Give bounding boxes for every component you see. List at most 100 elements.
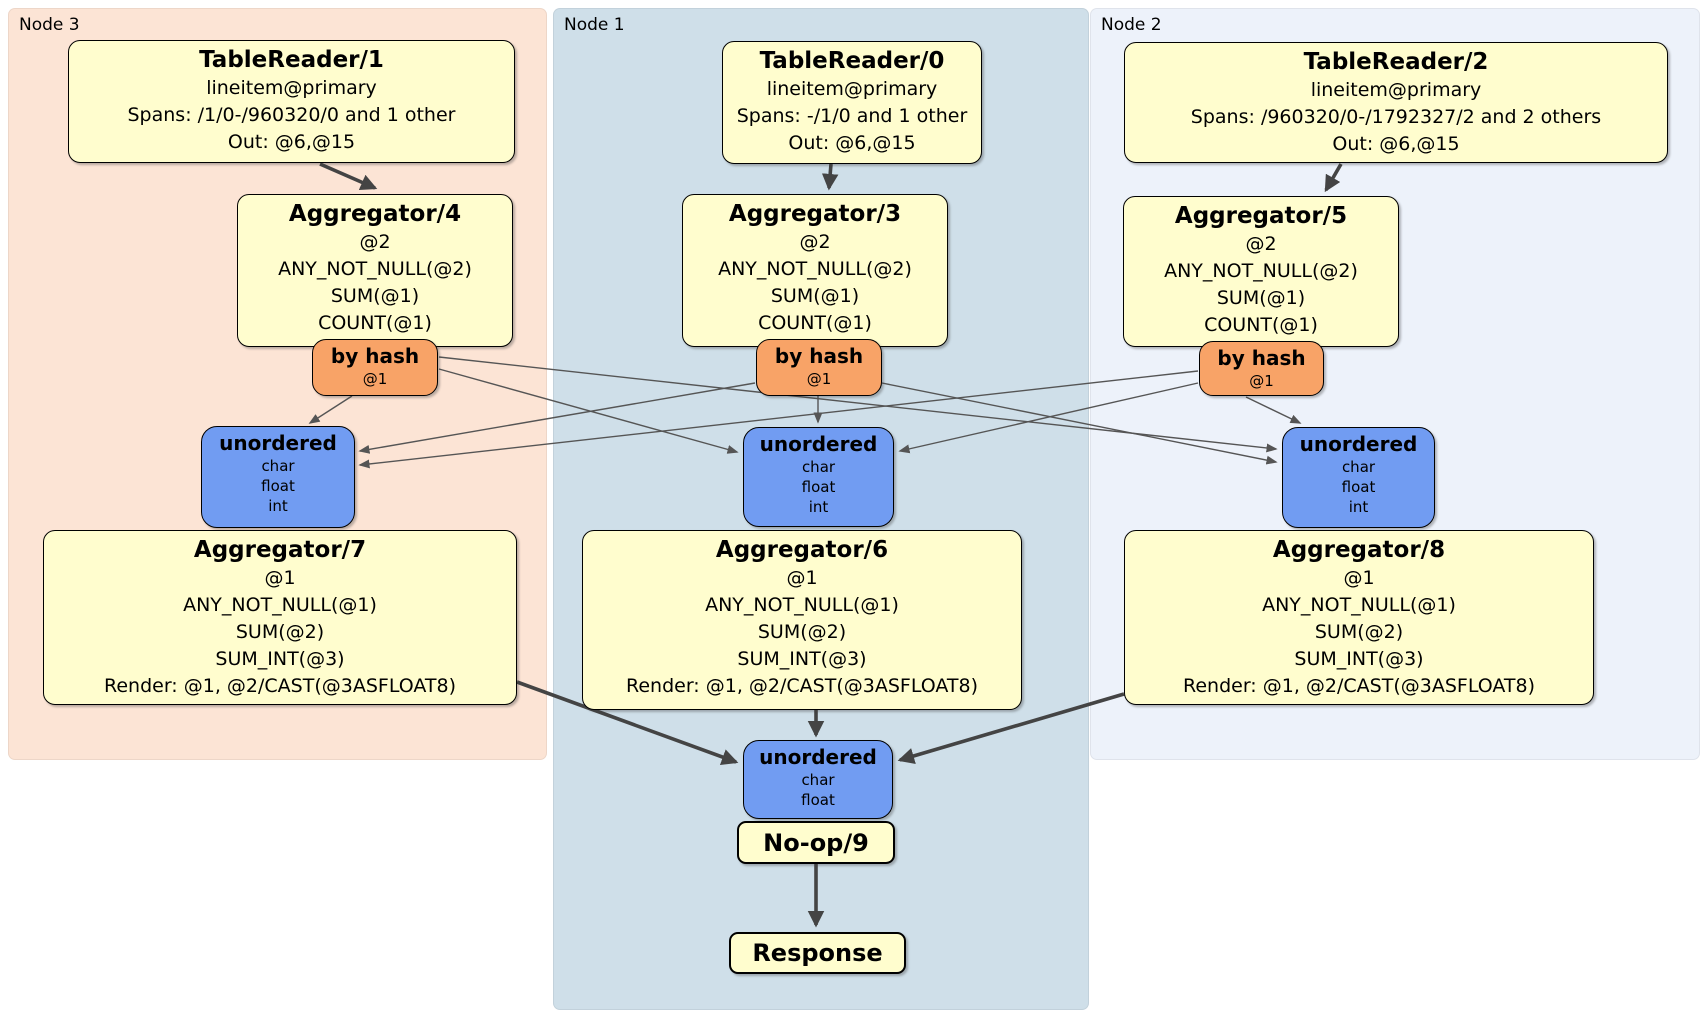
router-key: @1 <box>806 370 832 388</box>
processor-aggregator-8: Aggregator/8 @1 ANY_NOT_NULL(@1) SUM(@2)… <box>1124 530 1594 705</box>
processor-title: Aggregator/6 <box>715 537 889 563</box>
processor-title: No-op/9 <box>763 828 869 857</box>
sync-column: int <box>268 497 288 515</box>
response-node: Response <box>729 932 906 974</box>
node-region-2-label: Node 2 <box>1101 15 1162 35</box>
processor-title: TableReader/1 <box>199 47 384 73</box>
processor-tablereader-2: TableReader/2 lineitem@primary Spans: /9… <box>1124 42 1668 163</box>
sync-column: char <box>801 771 835 789</box>
sync-title: unordered <box>759 432 878 456</box>
processor-aggregator-3: Aggregator/3 @2 ANY_NOT_NULL(@2) SUM(@1)… <box>682 194 948 347</box>
processor-detail: ANY_NOT_NULL(@2) <box>718 258 912 280</box>
processor-title: TableReader/2 <box>1303 49 1489 75</box>
edge-byhash1-to-unordered3 <box>358 382 756 454</box>
sync-column: float <box>1341 478 1376 496</box>
sync-unordered-final: unordered char float <box>743 740 893 819</box>
node-region-3-label: Node 3 <box>19 15 80 35</box>
edge-aggregator8-to-final-sync <box>897 692 1125 764</box>
processor-detail: ANY_NOT_NULL(@1) <box>705 594 899 616</box>
processor-detail: Render: @1, @2/CAST(@3ASFLOAT8) <box>104 675 456 697</box>
edge-tablereader2-to-aggregator5 <box>1324 163 1343 193</box>
processor-detail: COUNT(@1) <box>758 312 872 334</box>
edge-byhash2-to-unordered1 <box>898 382 1199 454</box>
processor-title: Aggregator/4 <box>288 201 462 227</box>
processor-detail: SUM_INT(@3) <box>737 648 867 670</box>
processor-detail: @2 <box>799 231 831 253</box>
sync-column: char <box>801 458 836 476</box>
router-key: @1 <box>362 370 388 388</box>
processor-detail: @1 <box>786 567 818 589</box>
edge-aggregator7-to-final-sync <box>516 680 739 765</box>
processor-detail: ANY_NOT_NULL(@2) <box>1164 260 1358 282</box>
edge-byhash2-to-unordered2 <box>1245 396 1302 424</box>
processor-detail: ANY_NOT_NULL(@2) <box>278 258 472 280</box>
sync-column: char <box>1341 458 1376 476</box>
processor-detail: @1 <box>1343 567 1375 589</box>
sync-column: int <box>1348 498 1369 516</box>
processor-detail: Out: @6,@15 <box>227 131 356 153</box>
processor-aggregator-7: Aggregator/7 @1 ANY_NOT_NULL(@1) SUM(@2)… <box>43 530 517 705</box>
edge-tablereader0-to-aggregator3 <box>821 163 839 191</box>
processor-tablereader-0: TableReader/0 lineitem@primary Spans: -/… <box>722 41 982 164</box>
processor-detail: SUM(@1) <box>770 285 860 307</box>
processor-tablereader-1: TableReader/1 lineitem@primary Spans: /1… <box>68 40 515 163</box>
sync-title: unordered <box>759 745 877 769</box>
edge-tablereader1-to-aggregator4 <box>319 162 378 190</box>
edge-byhash3-to-unordered1 <box>438 368 739 454</box>
processor-detail: lineitem@primary <box>766 78 938 100</box>
processor-detail: @1 <box>264 567 296 589</box>
processor-detail: SUM(@1) <box>1216 287 1306 309</box>
sync-title: unordered <box>1299 432 1418 456</box>
processor-detail: @2 <box>1245 233 1277 255</box>
processor-detail: Out: @6,@15 <box>788 132 916 154</box>
processor-title: Response <box>752 939 883 967</box>
processor-aggregator-6: Aggregator/6 @1 ANY_NOT_NULL(@1) SUM(@2)… <box>582 530 1022 710</box>
processor-detail: COUNT(@1) <box>1204 314 1318 336</box>
processor-detail: Spans: /960320/0-/1792327/2 and 2 others <box>1190 106 1602 128</box>
processor-detail: COUNT(@1) <box>318 312 432 334</box>
router-title: by hash <box>1217 346 1306 370</box>
sync-column: float <box>261 477 295 495</box>
processor-title: Aggregator/7 <box>193 537 367 563</box>
processor-detail: Spans: /1/0-/960320/0 and 1 other <box>127 104 456 126</box>
processor-detail: SUM(@1) <box>330 285 420 307</box>
processor-detail: SUM_INT(@3) <box>1294 648 1424 670</box>
edge-byhash1-to-unordered2 <box>881 382 1278 465</box>
processor-title: Aggregator/3 <box>728 201 902 227</box>
processor-detail: lineitem@primary <box>1310 79 1482 101</box>
node-region-1-label: Node 1 <box>564 15 625 35</box>
processor-detail: @2 <box>359 231 391 253</box>
processor-aggregator-5: Aggregator/5 @2 ANY_NOT_NULL(@2) SUM(@1)… <box>1123 196 1399 347</box>
processor-title: TableReader/0 <box>759 48 945 74</box>
processor-aggregator-4: Aggregator/4 @2 ANY_NOT_NULL(@2) SUM(@1)… <box>237 194 513 347</box>
processor-detail: SUM(@2) <box>1314 621 1404 643</box>
router-by-hash-node2: by hash @1 <box>1199 341 1324 396</box>
edge-byhash2-to-unordered3 <box>358 370 1199 469</box>
processor-detail: Spans: -/1/0 and 1 other <box>736 105 968 127</box>
sync-unordered-node1: unordered char float int <box>743 427 894 527</box>
processor-detail: Render: @1, @2/CAST(@3ASFLOAT8) <box>1183 675 1535 697</box>
processor-detail: SUM(@2) <box>235 621 325 643</box>
router-title: by hash <box>774 344 864 368</box>
router-title: by hash <box>330 344 420 368</box>
processor-detail: SUM(@2) <box>757 621 847 643</box>
sync-column: int <box>808 498 829 516</box>
processor-detail: ANY_NOT_NULL(@1) <box>1262 594 1456 616</box>
processor-noop-9: No-op/9 <box>737 821 895 864</box>
sync-unordered-node2: unordered char float int <box>1282 427 1435 528</box>
processor-detail: Render: @1, @2/CAST(@3ASFLOAT8) <box>626 675 978 697</box>
router-by-hash-node1: by hash @1 <box>756 339 882 396</box>
router-by-hash-node3: by hash @1 <box>312 339 438 396</box>
router-key: @1 <box>1249 372 1274 390</box>
sync-unordered-node3: unordered char float int <box>201 426 355 528</box>
sync-title: unordered <box>219 431 337 455</box>
edge-byhash3-to-unordered3 <box>308 395 353 424</box>
processor-detail: SUM_INT(@3) <box>215 648 345 670</box>
processor-detail: ANY_NOT_NULL(@1) <box>183 594 377 616</box>
processor-title: Aggregator/5 <box>1174 203 1348 229</box>
sync-column: char <box>261 457 295 475</box>
processor-title: Aggregator/8 <box>1272 537 1446 563</box>
sync-column: float <box>801 791 835 809</box>
